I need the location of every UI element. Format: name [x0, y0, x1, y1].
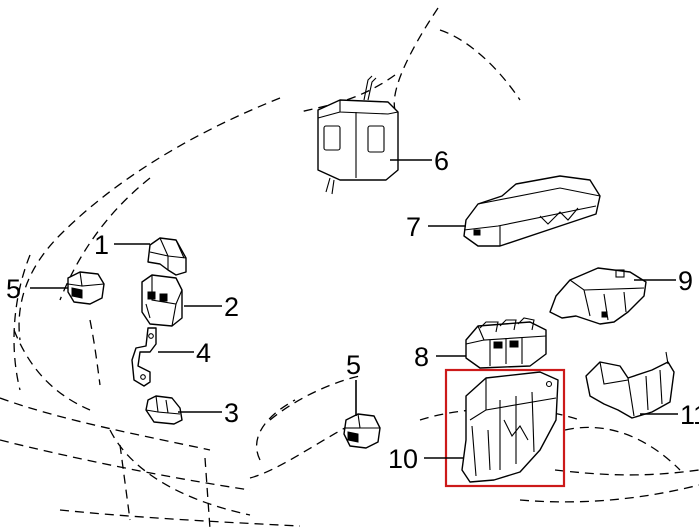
part-9-junction-cover: [549, 267, 647, 325]
vehicle-body-outline: [0, 7, 699, 529]
callout-labels: 1 2 4 3 5 5 6 7 8 9 10 11: [6, 146, 699, 474]
part-5-relay-center: [343, 413, 381, 449]
part-2-relay: [141, 274, 183, 327]
callout-1: 1: [94, 230, 109, 260]
part-3-clip: [145, 395, 183, 425]
part-1-cover: [147, 237, 187, 276]
part-11-bracket: [585, 351, 675, 419]
part-4-bracket: [131, 327, 157, 387]
part-8-relay-block: [465, 317, 547, 369]
callout-7: 7: [406, 212, 421, 242]
part-7-fuse-box-cover: [463, 175, 601, 247]
leader-lines: [30, 159, 678, 459]
callout-11: 11: [680, 400, 699, 430]
highlight-box: [444, 368, 566, 488]
callout-8: 8: [414, 342, 429, 372]
callout-5-left: 5: [6, 274, 21, 304]
callout-6: 6: [434, 146, 449, 176]
part-5-relay-left: [67, 271, 105, 305]
part-6-control-module: [317, 75, 399, 195]
callout-2: 2: [224, 292, 239, 322]
callout-4: 4: [196, 338, 211, 368]
callout-3: 3: [224, 398, 239, 428]
part-10-fuse-box-base: [461, 371, 559, 483]
callout-10: 10: [388, 444, 418, 474]
callout-5-center: 5: [346, 350, 361, 380]
callout-9: 9: [678, 266, 693, 296]
